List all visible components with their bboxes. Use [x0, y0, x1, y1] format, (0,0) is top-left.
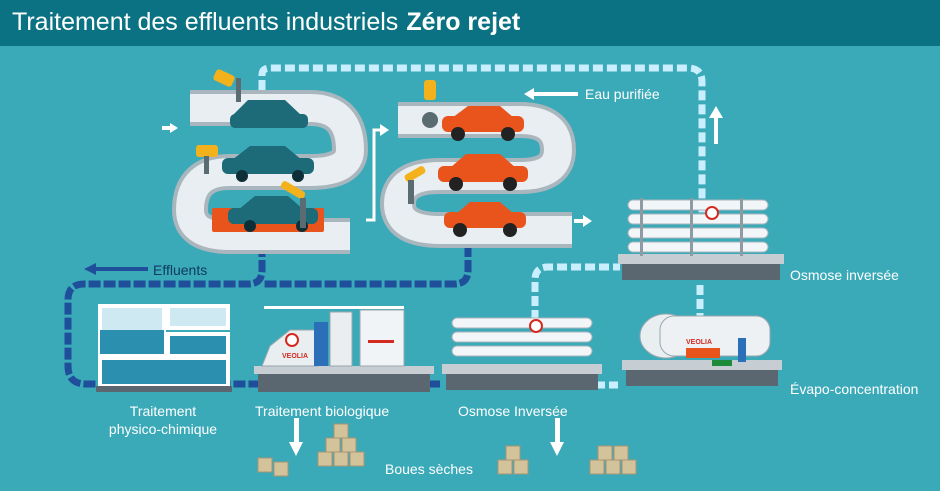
- label-traitement-biologique: Traitement biologique: [255, 403, 390, 419]
- car-orange-1: [442, 106, 524, 141]
- arrow-up-icon: [709, 106, 723, 118]
- production-line-1: [172, 69, 368, 254]
- arrow-out-icon: [583, 215, 592, 227]
- robot-arm-5: [404, 166, 426, 204]
- physico-chemical-tanks: [96, 304, 232, 392]
- arrow-in-line1-icon: [170, 123, 178, 133]
- flow-arrows: [84, 88, 723, 456]
- car-orange-2: [438, 154, 528, 191]
- production-line-2: [380, 80, 576, 248]
- robot-arm-4: [422, 80, 438, 128]
- arrow-effluents-icon: [84, 263, 96, 275]
- label-physico-line1: Traitement: [129, 403, 197, 419]
- arrow-eau-purifiee-icon: [524, 88, 534, 100]
- reverse-osmosis-unit-bottom: [442, 317, 602, 390]
- arrow-down-biologique-icon: [289, 442, 303, 456]
- label-osmose-inversee-top: Osmose inversée: [790, 267, 899, 283]
- veolia-text-evapo: VEOLIA: [686, 339, 712, 346]
- robot-arm-1: [213, 69, 241, 102]
- label-eau-purifiee: Eau purifiée: [585, 86, 660, 102]
- robot-arm-3: [280, 181, 306, 228]
- car-orange-3: [444, 202, 526, 237]
- veolia-logo-bio: [285, 333, 299, 347]
- label-physico-chimique: Traitement physico-chimique: [98, 402, 228, 438]
- biological-treatment-unit: VEOLIA: [254, 306, 434, 392]
- arrow-transfer-icon: [366, 128, 382, 222]
- label-osmose-inversee-bottom: Osmose Inversée: [458, 403, 568, 419]
- label-physico-line2: physico-chimique: [108, 421, 218, 437]
- label-effluents: Effluents: [153, 262, 208, 278]
- title-main: Traitement des effluents industriels: [12, 8, 399, 36]
- veolia-logo-ro-top: [705, 206, 719, 220]
- veolia-text-bio: VEOLIA: [282, 353, 308, 360]
- arrow-down-osmose-icon: [550, 442, 564, 456]
- label-evapo-concentration: Évapo-concentration: [790, 381, 919, 397]
- title-bold: Zéro rejet: [406, 8, 521, 36]
- robot-arm-2: [196, 145, 218, 174]
- dry-sludge-boxes: [257, 423, 637, 477]
- car-body-teal-1: [230, 100, 308, 128]
- purified-water-pipe: [258, 64, 706, 389]
- car-body-teal-2: [222, 146, 314, 182]
- label-boues-seches: Boues sèches: [385, 461, 473, 477]
- effluent-pipe: [64, 245, 472, 388]
- car-body-teal-3: [228, 196, 318, 232]
- evapo-concentration-unit: VEOLIA: [622, 313, 782, 386]
- reverse-osmosis-unit-top: [618, 198, 784, 280]
- veolia-logo-ro-bottom: [529, 319, 543, 333]
